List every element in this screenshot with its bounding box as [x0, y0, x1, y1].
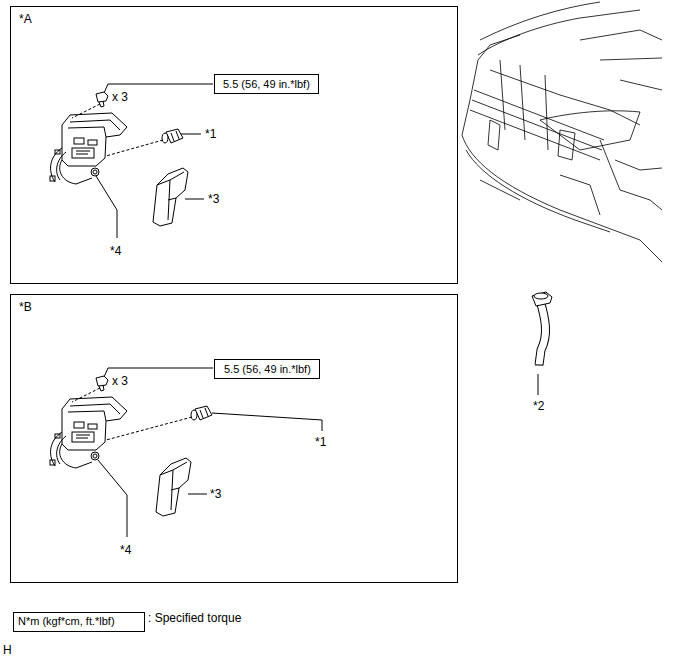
- view-label: *A: [19, 12, 32, 26]
- callout-number: *4: [120, 543, 131, 557]
- callout-number: *3: [208, 192, 219, 206]
- callout-number: *1: [315, 435, 326, 449]
- callout-number: *2: [533, 399, 544, 413]
- torque-box: 5.5 (56, 49 in.*lbf): [214, 74, 319, 94]
- unit-text: N*m (kgf*cm, ft.*lbf): [18, 615, 140, 628]
- callout-number: *1: [205, 127, 216, 141]
- legend-box: N*m (kgf*cm, ft.*lbf): [13, 612, 145, 632]
- torque-box: 5.5 (56, 49 in.*lbf): [214, 359, 320, 379]
- torque-value: 5.5 (56, 49 in.*lbf): [223, 78, 310, 91]
- count-label: x 3: [112, 374, 128, 388]
- frame-box: *A 5.5 (56, 49 in.*lbf): [10, 6, 458, 284]
- callout-number: *3: [210, 487, 221, 501]
- count-label: x 3: [112, 90, 128, 104]
- callout-number: *4: [110, 244, 121, 258]
- view-label: *B: [19, 300, 32, 314]
- frame-box: *B 5.5 (56, 49 in.*lbf): [10, 294, 458, 583]
- legend-text: : Specified torque: [148, 611, 241, 625]
- torque-value: 5.5 (56, 49 in.*lbf): [224, 363, 311, 376]
- figure-code: H: [3, 643, 12, 657]
